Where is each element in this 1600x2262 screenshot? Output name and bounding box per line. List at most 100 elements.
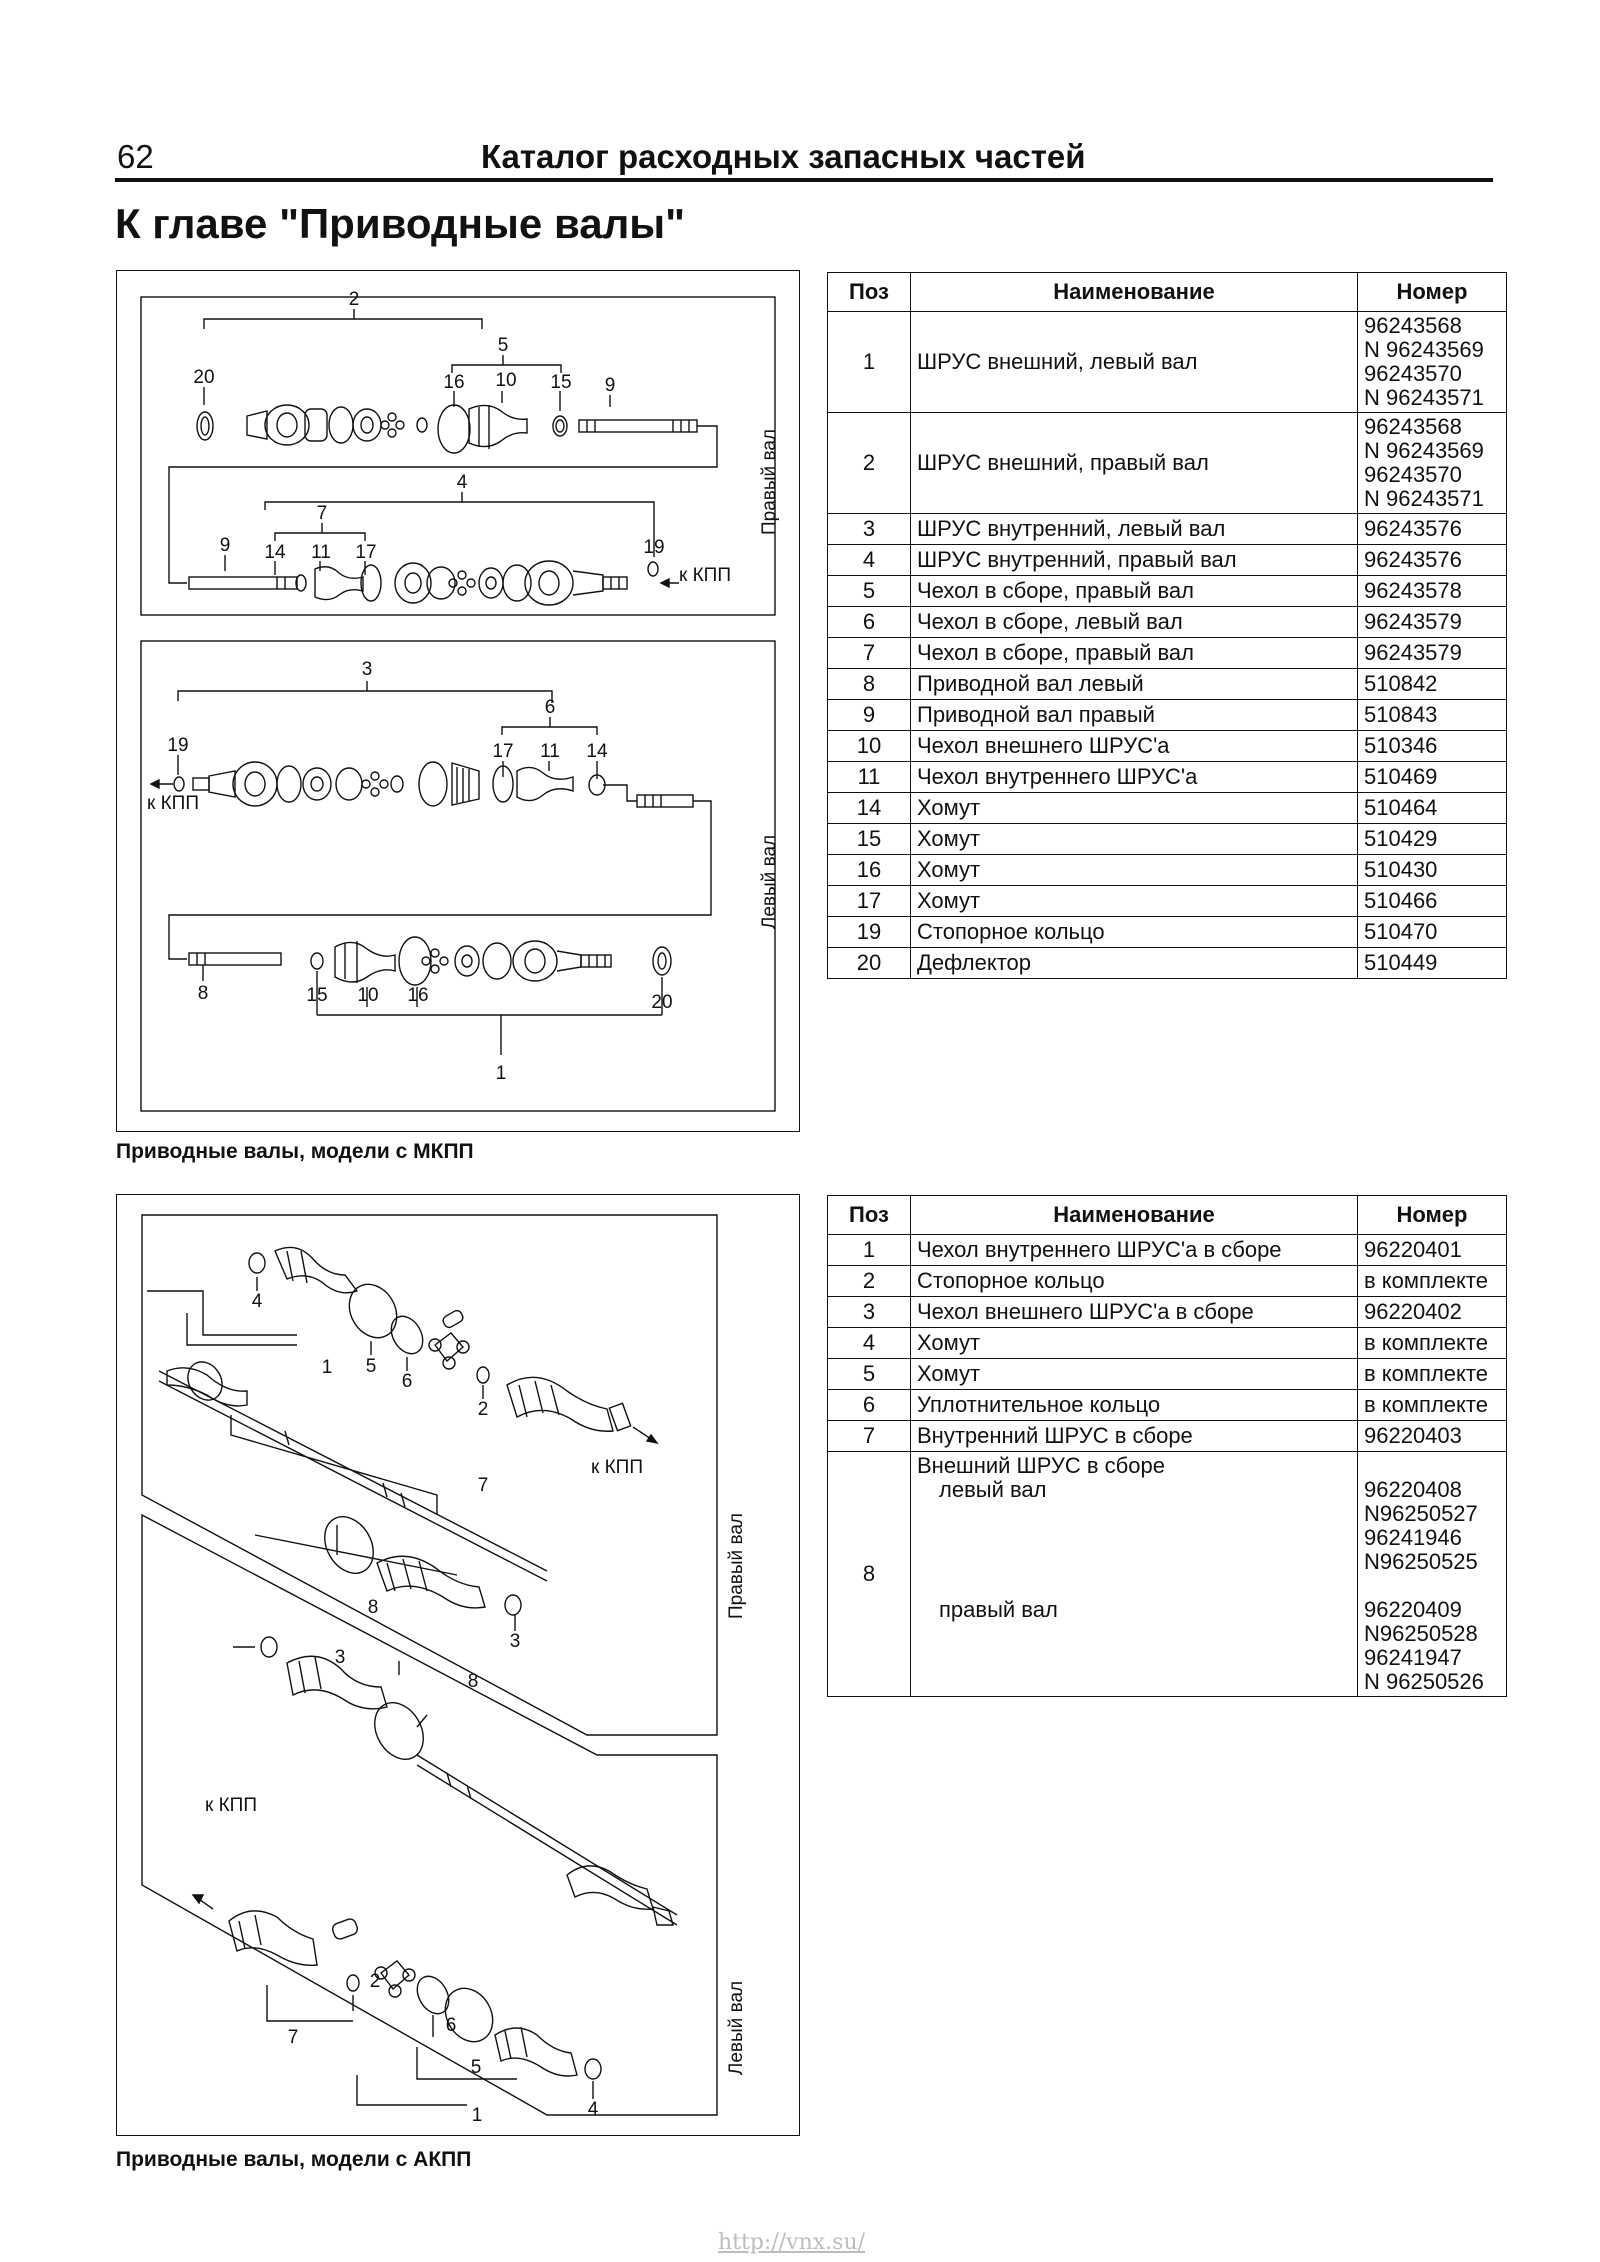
col-name-header: Наименование xyxy=(910,1195,1358,1235)
svg-text:2: 2 xyxy=(478,1399,489,1420)
cell-name: Чехол внутреннего ШРУС'а xyxy=(910,761,1358,793)
col-number-header: Номер xyxy=(1357,272,1507,312)
cell-number: 96243576 xyxy=(1357,513,1507,545)
svg-text:4: 4 xyxy=(252,1291,263,1312)
cell-pos: 11 xyxy=(827,761,911,793)
cell-pos: 3 xyxy=(827,1296,911,1328)
cell-pos: 19 xyxy=(827,916,911,948)
row8-number-spacer xyxy=(1364,1574,1500,1598)
row8-sub-right: правый вал xyxy=(939,1597,1058,1622)
panel-left-shaft xyxy=(140,640,776,1112)
cell-pos: 7 xyxy=(827,637,911,669)
part-number: 510843 xyxy=(1364,702,1438,727)
cell-pos: 4 xyxy=(827,544,911,576)
cell-pos: 9 xyxy=(827,699,911,731)
cell-name: Хомут xyxy=(910,885,1358,917)
part-number: 96243579 xyxy=(1364,640,1462,665)
cell-name: Чехол внутреннего ШРУС'а в сборе xyxy=(910,1234,1358,1266)
row8-number: N96250525 xyxy=(1364,1549,1478,1574)
kpp-label-left: к КПП xyxy=(205,1795,257,1816)
part-number: 96220402 xyxy=(1364,1299,1462,1324)
cell-name: Чехол внешнего ШРУС'а в сборе xyxy=(910,1296,1358,1328)
col-pos-header: Поз xyxy=(827,1195,911,1235)
panel-right-shaft xyxy=(141,1214,718,1736)
cell-pos: 1 xyxy=(827,1234,911,1266)
row8-number-spacer xyxy=(1364,1454,1500,1478)
svg-text:2: 2 xyxy=(370,1971,381,1992)
part-number: 96220403 xyxy=(1364,1423,1462,1448)
cell-number: 96243576 xyxy=(1357,544,1507,576)
part-number: 96243579 xyxy=(1364,609,1462,634)
cell-name: Стопорное кольцо xyxy=(910,916,1358,948)
svg-text:19: 19 xyxy=(643,537,664,558)
cell-name: Приводной вал левый xyxy=(910,668,1358,700)
page-number: 62 xyxy=(117,138,154,175)
svg-text:9: 9 xyxy=(605,375,616,396)
chapter-title: К главе "Приводные валы" xyxy=(115,200,686,247)
svg-text:16: 16 xyxy=(407,985,428,1006)
part-number: 96243568 xyxy=(1364,414,1462,439)
table-row: 8 Внешний ШРУС в сборе левый вал правый … xyxy=(827,1451,1507,1697)
cell-number: 510843 xyxy=(1357,699,1507,731)
part-number: 510469 xyxy=(1364,764,1438,789)
svg-text:1: 1 xyxy=(496,1063,507,1084)
cell-pos: 5 xyxy=(827,575,911,607)
svg-text:1: 1 xyxy=(472,2105,483,2126)
col-number-header: Номер xyxy=(1357,1195,1507,1235)
cell-name: Чехол в сборе, правый вал xyxy=(910,575,1358,607)
diagram-akpp: 4 5 6 2 1 7 8 3 3 8 7 2 6 5 1 4 к КПП к … xyxy=(116,1194,800,2136)
caption-mkpp: Приводные валы, модели с МКПП xyxy=(116,1140,474,1163)
cell-pos: 2 xyxy=(827,412,911,514)
svg-text:15: 15 xyxy=(550,372,571,393)
part-number: 510842 xyxy=(1364,671,1438,696)
cell-number: 510466 xyxy=(1357,885,1507,917)
drive-shaft-exploded-drawing-mkpp: 2 5 20 16 10 15 9 4 19 7 9 14 11 17 3 6 … xyxy=(140,289,776,1112)
part-number: в комплекте xyxy=(1364,1268,1488,1293)
svg-text:10: 10 xyxy=(495,370,516,391)
svg-text:4: 4 xyxy=(588,2099,599,2120)
side-label-right-shaft: Правый вал xyxy=(759,429,780,535)
part-number: 96243570 xyxy=(1364,361,1462,386)
cell-number: в комплекте xyxy=(1357,1327,1507,1359)
cell-number: в комплекте xyxy=(1357,1265,1507,1297)
cell-number: в комплекте xyxy=(1357,1358,1507,1390)
svg-text:14: 14 xyxy=(586,741,608,762)
row8-number: N96250527 xyxy=(1364,1501,1478,1526)
caption-akpp: Приводные валы, модели с АКПП xyxy=(116,2148,472,2171)
page-title: Каталог расходных запасных частей xyxy=(481,138,1086,175)
cell-pos: 16 xyxy=(827,854,911,886)
cell-number: 510346 xyxy=(1357,730,1507,762)
part-number: 96243570 xyxy=(1364,462,1462,487)
side-label-left-shaft: Левый вал xyxy=(759,834,780,930)
cell-name: Чехол в сборе, левый вал xyxy=(910,606,1358,638)
svg-text:3: 3 xyxy=(362,659,373,680)
svg-text:7: 7 xyxy=(288,2027,299,2048)
cell-name: Чехол внешнего ШРУС'а xyxy=(910,730,1358,762)
part-number: N 96243569 xyxy=(1364,337,1484,362)
kpp-label-right: к КПП xyxy=(679,565,731,586)
svg-text:6: 6 xyxy=(402,1371,413,1392)
part-number: 96243568 xyxy=(1364,313,1462,338)
col-name-header: Наименование xyxy=(910,272,1358,312)
svg-text:7: 7 xyxy=(478,1475,489,1496)
cell-name: Хомут xyxy=(910,854,1358,886)
cell-number: 96220403 xyxy=(1357,1420,1507,1452)
diagram-mkpp: 2 5 20 16 10 15 9 4 19 7 9 14 11 17 3 6 … xyxy=(116,270,800,1132)
cell-number: 510449 xyxy=(1357,947,1507,979)
part-number: 510430 xyxy=(1364,857,1438,882)
cell-number: 510429 xyxy=(1357,823,1507,855)
cell-number: 96243578 xyxy=(1357,575,1507,607)
svg-text:5: 5 xyxy=(498,335,509,356)
footer-link[interactable]: http://vnx.su/ xyxy=(718,2230,866,2255)
svg-text:6: 6 xyxy=(446,2015,457,2036)
svg-text:8: 8 xyxy=(468,1671,479,1692)
